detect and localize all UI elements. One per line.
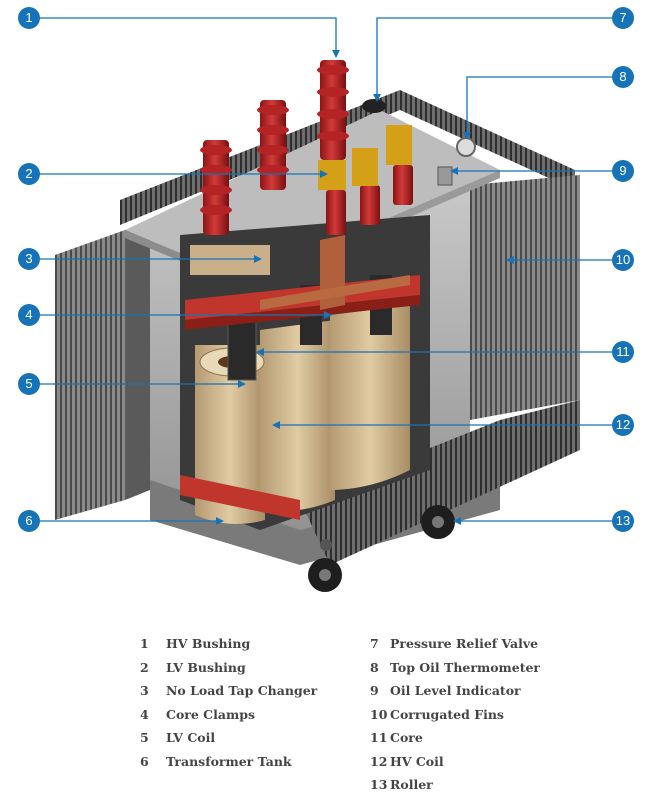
callout-10: 10	[612, 249, 634, 271]
legend-number: 12	[370, 753, 388, 769]
leader-lines	[40, 17, 612, 522]
lv-bushings	[318, 125, 413, 235]
callout-2: 2	[18, 163, 40, 185]
legend-number: 3	[140, 683, 149, 698]
callout-6: 6	[18, 510, 40, 532]
legend-right: 7 Pressure Relief Valve 8 Top Oil Thermome…	[370, 636, 540, 801]
legend-number: 7	[370, 636, 379, 651]
legend-label: Oil Level Indicator	[390, 683, 521, 698]
callout-13: 13	[612, 510, 634, 532]
oil-level-indicator	[437, 166, 453, 186]
legend-label: No Load Tap Changer	[166, 683, 318, 698]
legend-label: Core	[390, 730, 423, 745]
callout-7: 7	[612, 7, 634, 29]
rollers	[308, 505, 455, 592]
pressure-relief-valve	[362, 99, 386, 113]
legend-item: 7 Pressure Relief Valve	[370, 636, 540, 660]
callout-5: 5	[18, 373, 40, 395]
legend-label: HV Coil	[390, 753, 444, 769]
callout-4: 4	[18, 304, 40, 326]
right-fins	[470, 175, 580, 420]
transformer-diagram: 1 2 3 4 5 6 7 8 9 10 11 12 13	[18, 7, 634, 592]
legend-item: 6 Transformer Tank	[140, 754, 317, 778]
legend-item: 5 LV Coil	[140, 730, 317, 754]
callout-3: 3	[18, 248, 40, 270]
legend-label: Core Clamps	[166, 706, 255, 722]
legend-item: 3 No Load Tap Changer	[140, 683, 317, 707]
legend-label: Corrugated Fins	[390, 706, 504, 722]
legend-label: HV Bushing	[166, 636, 251, 651]
thermometer	[456, 137, 476, 157]
legend-label: Transformer Tank	[166, 753, 292, 769]
rear-fins	[120, 90, 575, 225]
legend-number: 4	[140, 706, 149, 722]
legend-number: 11	[370, 730, 388, 745]
legend-number: 10	[370, 706, 388, 722]
legend-number: 2	[140, 659, 149, 675]
legend-item: 4 Core Clamps	[140, 707, 317, 731]
hv-bushings	[200, 60, 349, 235]
callout-11: 11	[612, 341, 634, 363]
callout-12: 12	[612, 414, 634, 436]
legend-label: LV Bushing	[166, 659, 246, 675]
callout-1: 1	[18, 7, 40, 29]
coil-right	[330, 305, 410, 490]
leader-7	[376, 17, 612, 100]
legend-number: 13	[370, 777, 388, 792]
left-fins	[55, 230, 125, 520]
legend-item: 2 LV Bushing	[140, 660, 317, 684]
legend-label: Pressure Relief Valve	[390, 636, 539, 651]
coil-mid	[260, 320, 335, 512]
leader-1	[40, 17, 337, 56]
legend-item: 9 Oil Level Indicator	[370, 683, 540, 707]
legend-label: Top Oil Thermometer	[390, 659, 541, 675]
legend-item: 8 Top Oil Thermometer	[370, 660, 540, 684]
legend-item: 1 HV Bushing	[140, 636, 317, 660]
legend-left: 1 HV Bushing 2 LV Bushing 3 No Load Tap Cha…	[140, 636, 317, 777]
legend-number: 9	[370, 683, 379, 698]
legend-number: 6	[140, 753, 149, 769]
callout-9: 9	[612, 160, 634, 182]
front-fins	[300, 400, 580, 565]
legend-label: Roller	[390, 777, 433, 792]
transformer-illustration	[40, 17, 612, 592]
coil-left	[195, 345, 265, 524]
legend-label: LV Coil	[166, 730, 216, 745]
tank-base	[150, 480, 500, 565]
callout-8: 8	[612, 66, 634, 88]
legend-number: 1	[140, 636, 149, 651]
legend-number: 5	[140, 730, 149, 745]
legend-number: 8	[370, 659, 379, 675]
leader-8	[466, 76, 612, 138]
